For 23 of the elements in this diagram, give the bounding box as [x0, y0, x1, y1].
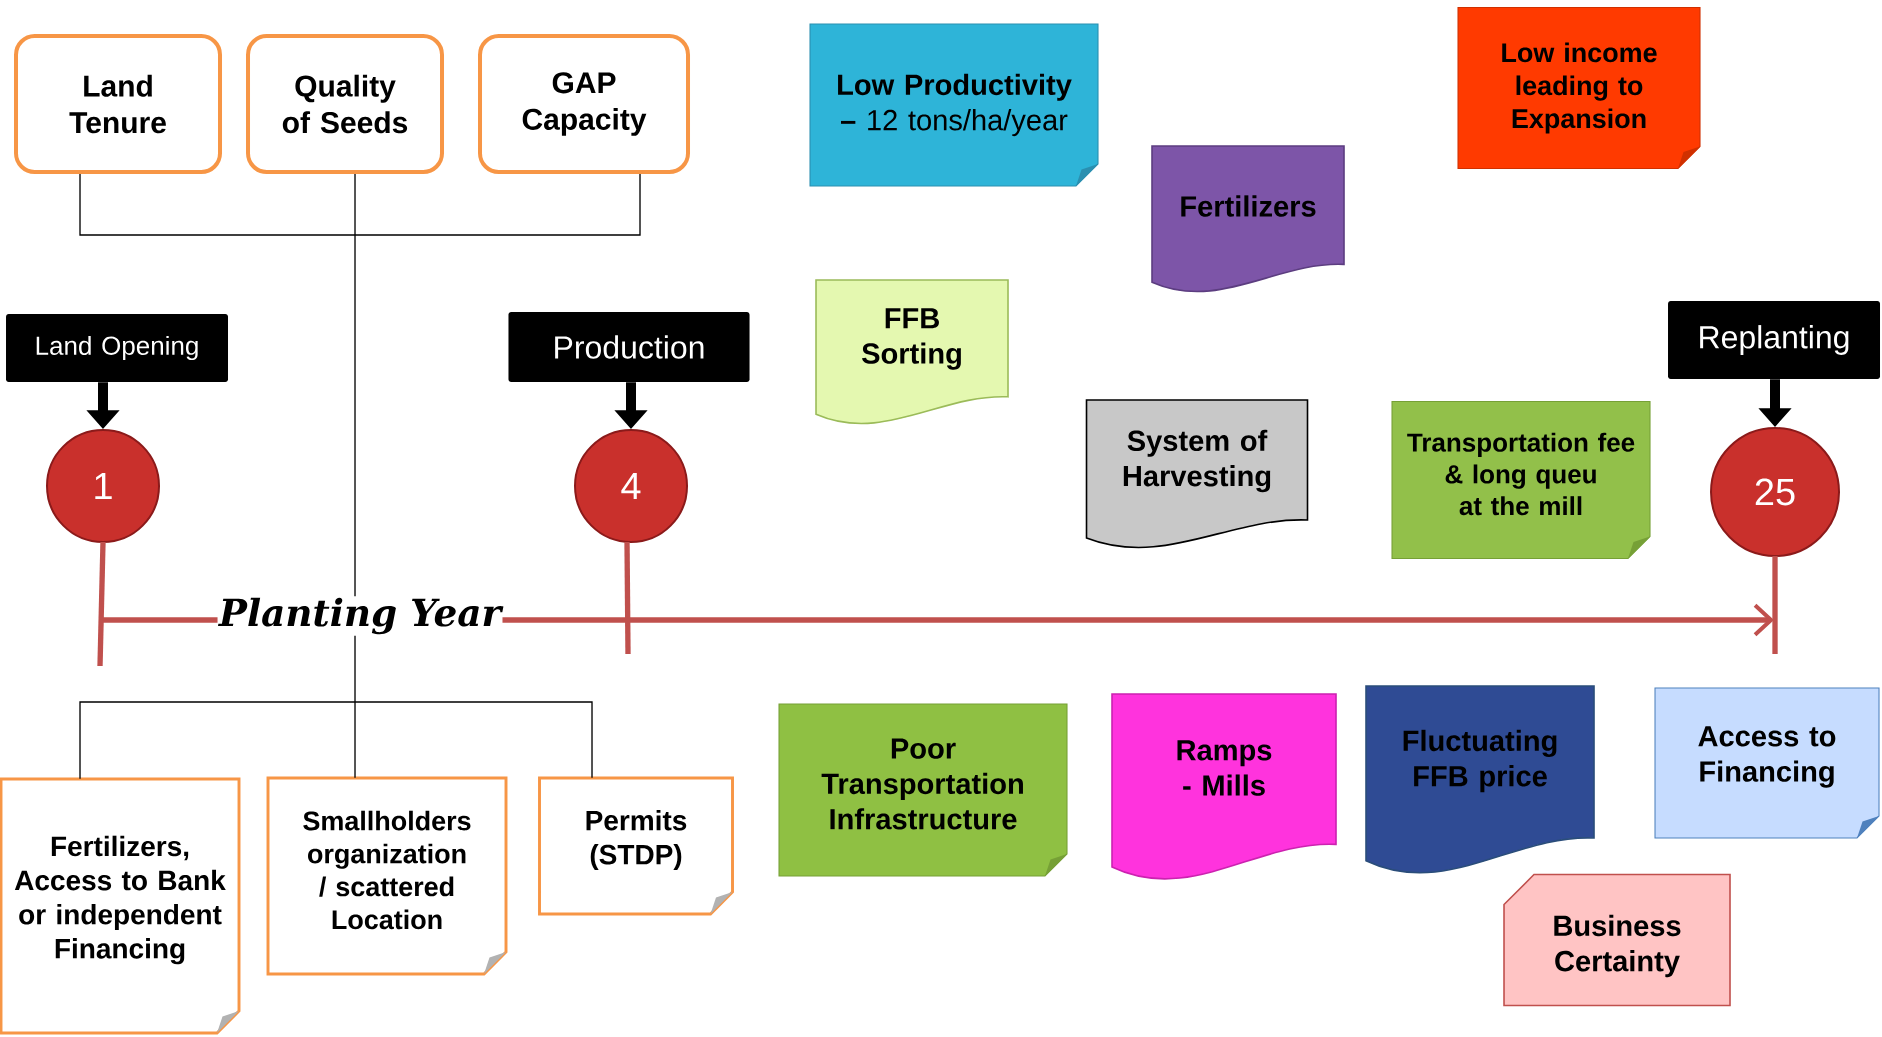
factor-note: Smallholders organization / scattered Location — [266, 776, 508, 976]
sticky-note: Low income leading to Expansion — [1457, 6, 1701, 170]
connector-line — [354, 173, 641, 236]
sticky-note: Access to Financing — [1654, 687, 1880, 839]
sticky-note: Business Certainty — [1503, 873, 1731, 1007]
connector-line — [354, 234, 356, 703]
stage-label: Production — [508, 312, 750, 382]
factor-note: Permits (STDP) — [538, 776, 734, 916]
connector-line — [79, 701, 356, 780]
sticky-note: Low Productivity – 12 tons/ha/year — [809, 23, 1099, 187]
connector-line — [354, 173, 356, 236]
connector-line — [79, 173, 356, 236]
stage-label: Land Opening — [6, 314, 228, 382]
stage-label: Replanting — [1668, 301, 1880, 379]
sticky-note: Transportation fee & long queu at the mill — [1391, 400, 1651, 560]
factor-box: Land Tenure — [14, 34, 222, 174]
sticky-note: Poor Transportation Infrastructure — [778, 703, 1068, 877]
connector-line — [354, 701, 593, 779]
connector-line — [354, 701, 356, 779]
factor-box: GAP Capacity — [478, 34, 690, 174]
factor-note: Fertilizers, Access to Bank or independent Financing — [0, 777, 241, 1035]
factor-box: Quality of Seeds — [246, 34, 444, 174]
axis-title: Planting Year — [217, 596, 504, 636]
